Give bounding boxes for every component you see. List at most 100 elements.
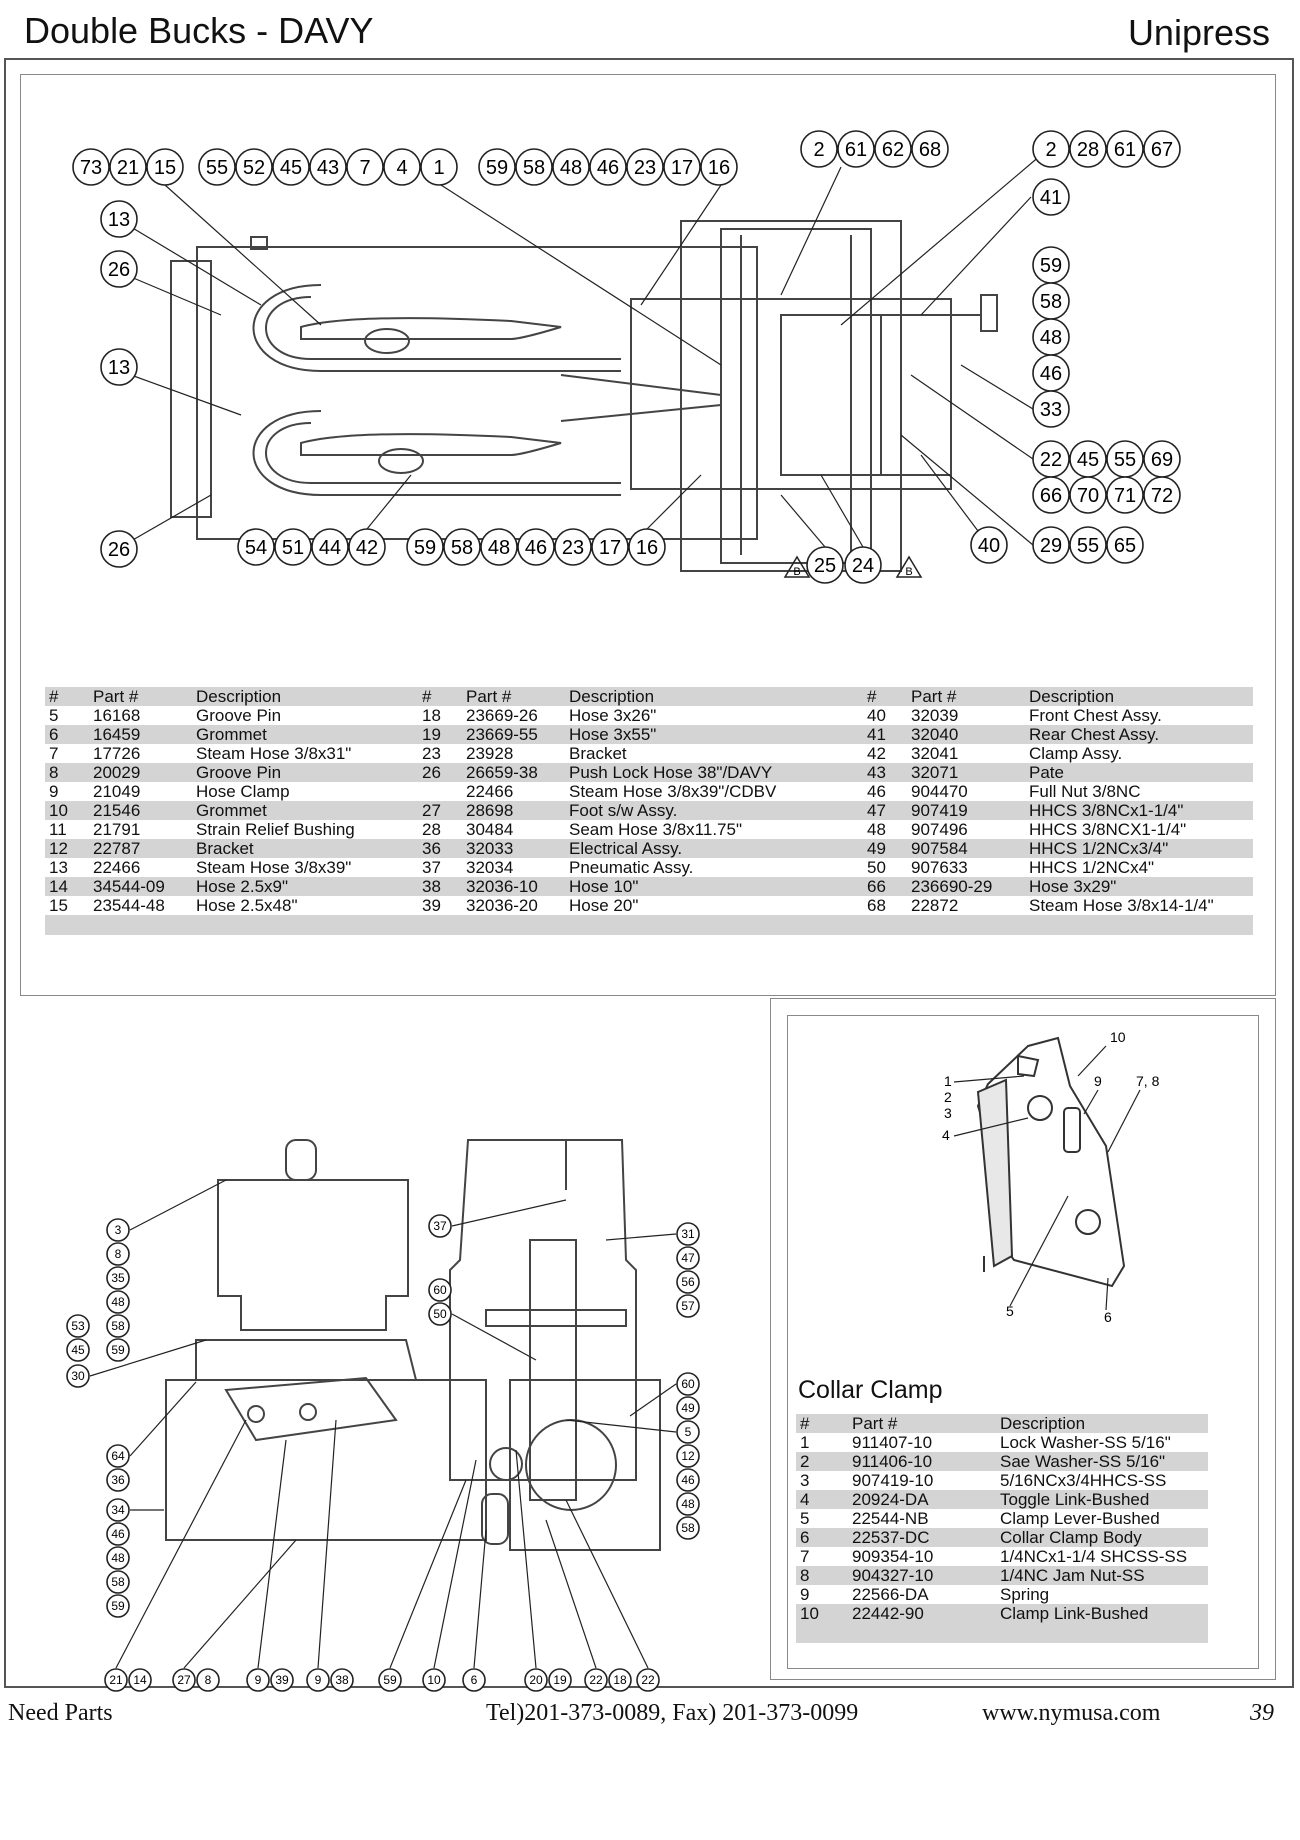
table-cell: Hose 3x55" bbox=[565, 725, 863, 744]
leader-line bbox=[317, 1419, 337, 1669]
table-cell: 16459 bbox=[89, 725, 192, 744]
table-cell: 8 bbox=[796, 1566, 848, 1585]
callout-number: 13 bbox=[108, 357, 130, 379]
callout-bubble bbox=[106, 1218, 130, 1242]
table-cell: 34544-09 bbox=[89, 877, 192, 896]
table-cell: 3 bbox=[800, 1471, 810, 1490]
callout-bubble bbox=[628, 528, 666, 566]
leader-line bbox=[366, 474, 412, 530]
callout-bubble bbox=[66, 1364, 90, 1388]
callout-number: 38 bbox=[335, 1673, 349, 1687]
table-cell: 32036-10 bbox=[462, 877, 565, 896]
callout-bubble bbox=[100, 200, 138, 238]
callout-number: 35 bbox=[111, 1271, 125, 1285]
table-cell: 32036-20 bbox=[466, 896, 538, 915]
callout-bubble bbox=[608, 1668, 632, 1692]
callout-bubble bbox=[480, 528, 518, 566]
callout-number: 62 bbox=[882, 139, 904, 161]
leader-line bbox=[780, 166, 842, 296]
table-cell: 911406-10 bbox=[848, 1452, 996, 1471]
callout-number: 45 bbox=[71, 1343, 85, 1357]
warning-symbol-letter: B bbox=[793, 566, 800, 578]
callout-bubble bbox=[524, 1668, 548, 1692]
table-cell: 68 bbox=[867, 896, 886, 915]
callout-number: 46 bbox=[111, 1527, 125, 1541]
callout-number: 19 bbox=[553, 1673, 567, 1687]
callout-bubble bbox=[443, 528, 481, 566]
table-cell: Hose 20" bbox=[569, 896, 639, 915]
table-cell: 907419-10 bbox=[852, 1471, 934, 1490]
table-cell: 1/4NC Jam Nut-SS bbox=[996, 1566, 1208, 1585]
table-cell: Hose 2.5x48" bbox=[196, 896, 298, 915]
table-cell: HHCS 1/2NCx3/4" bbox=[1025, 839, 1253, 858]
table-cell: 22787 bbox=[89, 839, 192, 858]
callout-bubble bbox=[636, 1668, 660, 1692]
callout-bubble bbox=[100, 530, 138, 568]
callout-number: 26 bbox=[108, 539, 130, 561]
callout-bubble bbox=[676, 1516, 700, 1540]
table-cell bbox=[418, 782, 462, 801]
callout-bubble bbox=[237, 528, 275, 566]
callout-bubble bbox=[106, 1314, 130, 1338]
table-cell: 22466 bbox=[93, 858, 141, 877]
callout-number: 64 bbox=[111, 1449, 125, 1463]
clamp-col-header-part: Part # bbox=[848, 1414, 996, 1433]
table-cell: Steam Hose 3/8x39" bbox=[196, 858, 352, 877]
table-cell: Toggle Link-Bushed bbox=[996, 1490, 1208, 1509]
table-cell: 22466 bbox=[466, 782, 514, 801]
table-cell: Hose Clamp bbox=[196, 782, 290, 801]
leader-line bbox=[900, 434, 1034, 546]
table-cell: 26 bbox=[418, 763, 462, 782]
table-empty-row bbox=[45, 915, 1253, 935]
callout-bubble bbox=[106, 1290, 130, 1314]
table-cell: 48 bbox=[867, 820, 886, 839]
callout-bubble bbox=[66, 1338, 90, 1362]
leader-line bbox=[920, 454, 982, 536]
table-cell: 907419 bbox=[907, 801, 1025, 820]
callout-number: 49 bbox=[681, 1401, 695, 1415]
leader-line bbox=[605, 1233, 677, 1241]
callout-bubble bbox=[109, 148, 147, 186]
callout-bubble bbox=[106, 1338, 130, 1362]
callout-number: 73 bbox=[80, 157, 102, 179]
callout-number: 55 bbox=[206, 157, 228, 179]
callout-number: 60 bbox=[433, 1283, 447, 1297]
callout-bubble bbox=[844, 546, 882, 584]
callout-number: 31 bbox=[681, 1227, 695, 1241]
callout-number: 59 bbox=[111, 1599, 125, 1613]
callout-number: 12 bbox=[681, 1449, 695, 1463]
callout-number: 37 bbox=[433, 1219, 447, 1233]
callout-number: 5 bbox=[685, 1425, 692, 1439]
callout-bubble bbox=[346, 148, 384, 186]
table-cell: 21546 bbox=[89, 801, 192, 820]
callout-number: 17 bbox=[671, 157, 693, 179]
callout-bubble bbox=[311, 528, 349, 566]
table-cell: 23544-48 bbox=[93, 896, 165, 915]
callout-number: 58 bbox=[1040, 291, 1062, 313]
leader-line bbox=[164, 184, 322, 326]
callout-number: 50 bbox=[433, 1307, 447, 1321]
table-cell: 47 bbox=[863, 801, 907, 820]
callout-number: 44 bbox=[319, 537, 341, 559]
callout-number: 46 bbox=[681, 1473, 695, 1487]
callout-number: 67 bbox=[1151, 139, 1173, 161]
callout-number: 26 bbox=[108, 259, 130, 281]
leader-line bbox=[960, 364, 1034, 410]
col-header-part: Part # bbox=[907, 687, 1025, 706]
callout-bubble bbox=[172, 1668, 196, 1692]
table-cell: 10 bbox=[45, 801, 89, 820]
leader-line bbox=[545, 1519, 597, 1669]
warning-triangle-icon bbox=[895, 555, 923, 578]
table-cell: Hose 3x29" bbox=[1025, 877, 1253, 896]
warning-symbol-letter: B bbox=[905, 566, 912, 578]
